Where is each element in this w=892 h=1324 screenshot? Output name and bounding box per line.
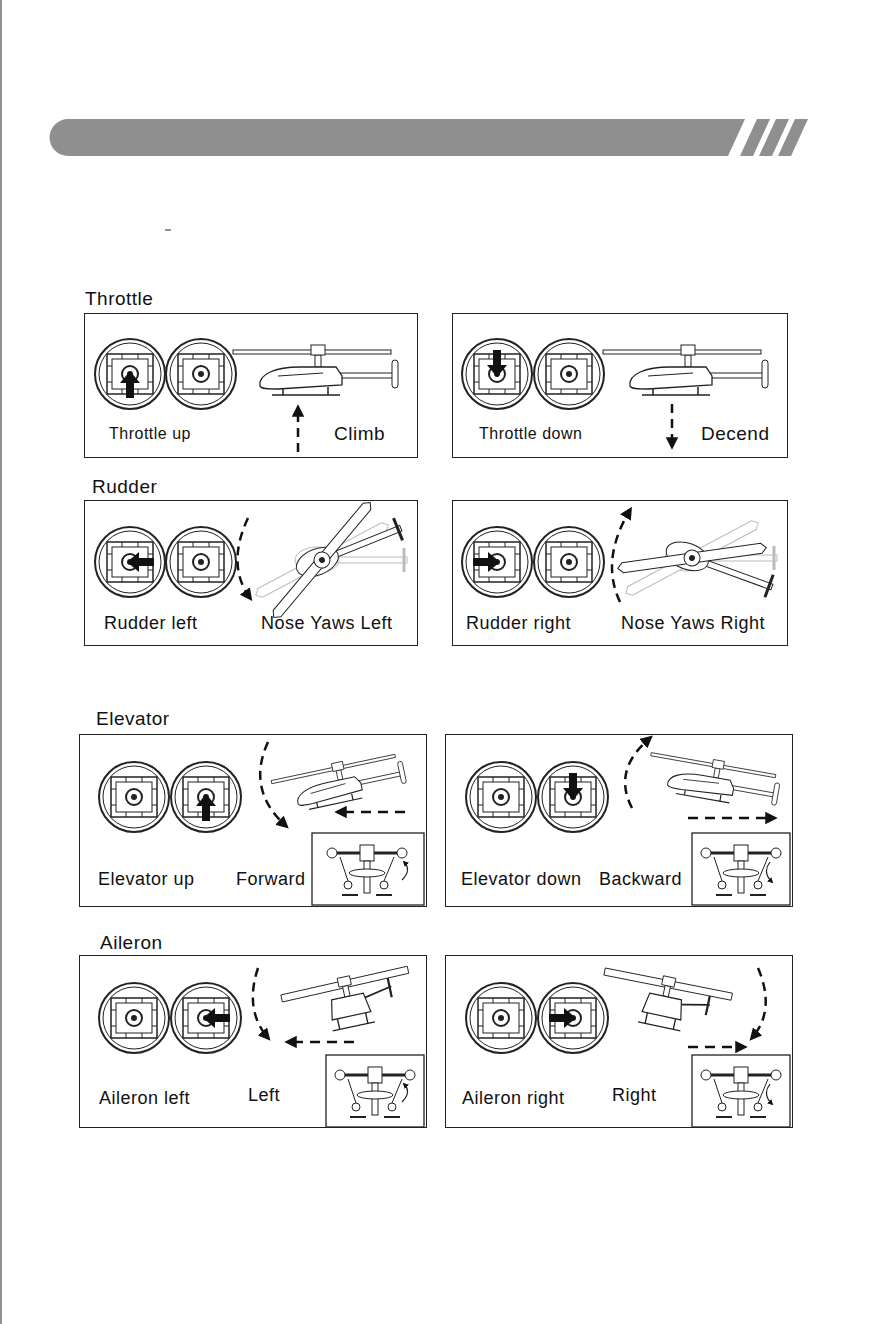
helicopter-front bbox=[596, 964, 733, 1040]
pitch-arrow bbox=[260, 742, 286, 826]
inset-box bbox=[312, 833, 424, 905]
control-panel: Elevator down Backward bbox=[445, 734, 793, 907]
motion-arrow bbox=[288, 1041, 354, 1044]
swashplate-sketch bbox=[327, 845, 407, 895]
right-stick bbox=[538, 762, 608, 832]
helicopter-side bbox=[645, 749, 782, 811]
control-panel: Aileron right Right bbox=[445, 955, 793, 1128]
right-stick bbox=[534, 527, 604, 597]
motion-arrow bbox=[338, 811, 405, 814]
tilt-arrow bbox=[766, 862, 772, 882]
motion-arrow bbox=[688, 817, 774, 820]
stick-arrow bbox=[196, 794, 216, 821]
motion-arrow bbox=[297, 408, 300, 452]
left-stick bbox=[462, 527, 532, 597]
helicopter-top bbox=[614, 497, 785, 624]
swashplate-sketch bbox=[701, 845, 781, 895]
yaw-arrow bbox=[237, 518, 250, 598]
flight-response: Forward bbox=[236, 870, 306, 888]
left-stick bbox=[466, 983, 536, 1053]
right-stick bbox=[166, 339, 236, 409]
helicopter-front bbox=[280, 964, 417, 1040]
flight-response: Nose Yaws Right bbox=[621, 614, 765, 632]
stick-arrow bbox=[549, 1008, 576, 1028]
inset-box bbox=[692, 1055, 790, 1127]
left-stick bbox=[462, 339, 532, 409]
pitch-arrow bbox=[625, 738, 650, 808]
left-stick bbox=[95, 339, 165, 409]
stick-command: Rudder right bbox=[466, 614, 571, 632]
motion-arrow bbox=[671, 404, 674, 446]
control-panel: Elevator up Forward bbox=[79, 734, 427, 907]
helicopter-side bbox=[603, 345, 768, 395]
yaw-arrow bbox=[612, 510, 630, 602]
swashplate-sketch bbox=[701, 1067, 781, 1117]
stick-arrow bbox=[563, 773, 583, 800]
control-panel: Throttle up Climb bbox=[84, 313, 418, 458]
stick-command: Rudder left bbox=[104, 614, 198, 632]
right-stick bbox=[166, 527, 236, 597]
inset-box bbox=[692, 833, 790, 905]
section-heading: Throttle bbox=[85, 289, 153, 308]
control-panel: Rudder right Nose Yaws Right bbox=[452, 500, 788, 646]
flight-response: Nose Yaws Left bbox=[261, 614, 392, 632]
stick-arrow bbox=[203, 1008, 230, 1028]
control-panel: Throttle down Decend bbox=[452, 313, 788, 458]
stick-command: Aileron left bbox=[99, 1089, 190, 1107]
left-stick bbox=[95, 527, 165, 597]
control-panel: Aileron left Left bbox=[79, 955, 427, 1128]
flight-response: Backward bbox=[599, 870, 682, 888]
stick-arrow bbox=[473, 552, 500, 572]
header-band bbox=[50, 119, 745, 156]
control-panel: Rudder left Nose Yaws Left bbox=[84, 500, 418, 646]
page-edge bbox=[1, 0, 2, 1324]
left-stick bbox=[466, 762, 536, 832]
stick-arrow bbox=[120, 371, 140, 398]
flight-response: Climb bbox=[334, 424, 385, 443]
left-stick bbox=[99, 762, 169, 832]
stick-arrow bbox=[127, 552, 154, 572]
section-heading: Rudder bbox=[92, 477, 157, 496]
helicopter-side bbox=[233, 345, 398, 395]
inset-box bbox=[326, 1055, 424, 1127]
flight-response: Right bbox=[612, 1086, 657, 1104]
right-stick bbox=[534, 339, 604, 409]
stick-command: Elevator down bbox=[461, 870, 582, 888]
flight-response: Decend bbox=[701, 424, 770, 443]
tilt-arrow bbox=[766, 1084, 772, 1104]
header-slashes bbox=[740, 119, 808, 156]
left-stick bbox=[99, 983, 169, 1053]
right-stick bbox=[171, 983, 241, 1053]
stick-command: Throttle down bbox=[479, 426, 582, 442]
helicopter-top bbox=[244, 491, 416, 622]
stick-arrow bbox=[487, 350, 507, 377]
tilt-arrow bbox=[402, 862, 408, 880]
tilt-arrow bbox=[402, 1084, 408, 1102]
flight-response: Left bbox=[248, 1086, 280, 1104]
right-stick bbox=[171, 762, 241, 832]
right-stick bbox=[538, 983, 608, 1053]
swashplate-sketch bbox=[335, 1067, 415, 1117]
stick-command: Elevator up bbox=[98, 870, 195, 888]
section-heading: Aileron bbox=[100, 933, 163, 952]
helicopter-side bbox=[270, 749, 407, 816]
motion-arrow bbox=[688, 1046, 744, 1049]
section-heading: Elevator bbox=[96, 709, 170, 728]
stick-command: Aileron right bbox=[462, 1089, 565, 1107]
stray-mark bbox=[165, 230, 171, 231]
stick-command: Throttle up bbox=[109, 426, 191, 442]
roll-arrow bbox=[253, 968, 268, 1038]
roll-arrow bbox=[752, 968, 766, 1038]
